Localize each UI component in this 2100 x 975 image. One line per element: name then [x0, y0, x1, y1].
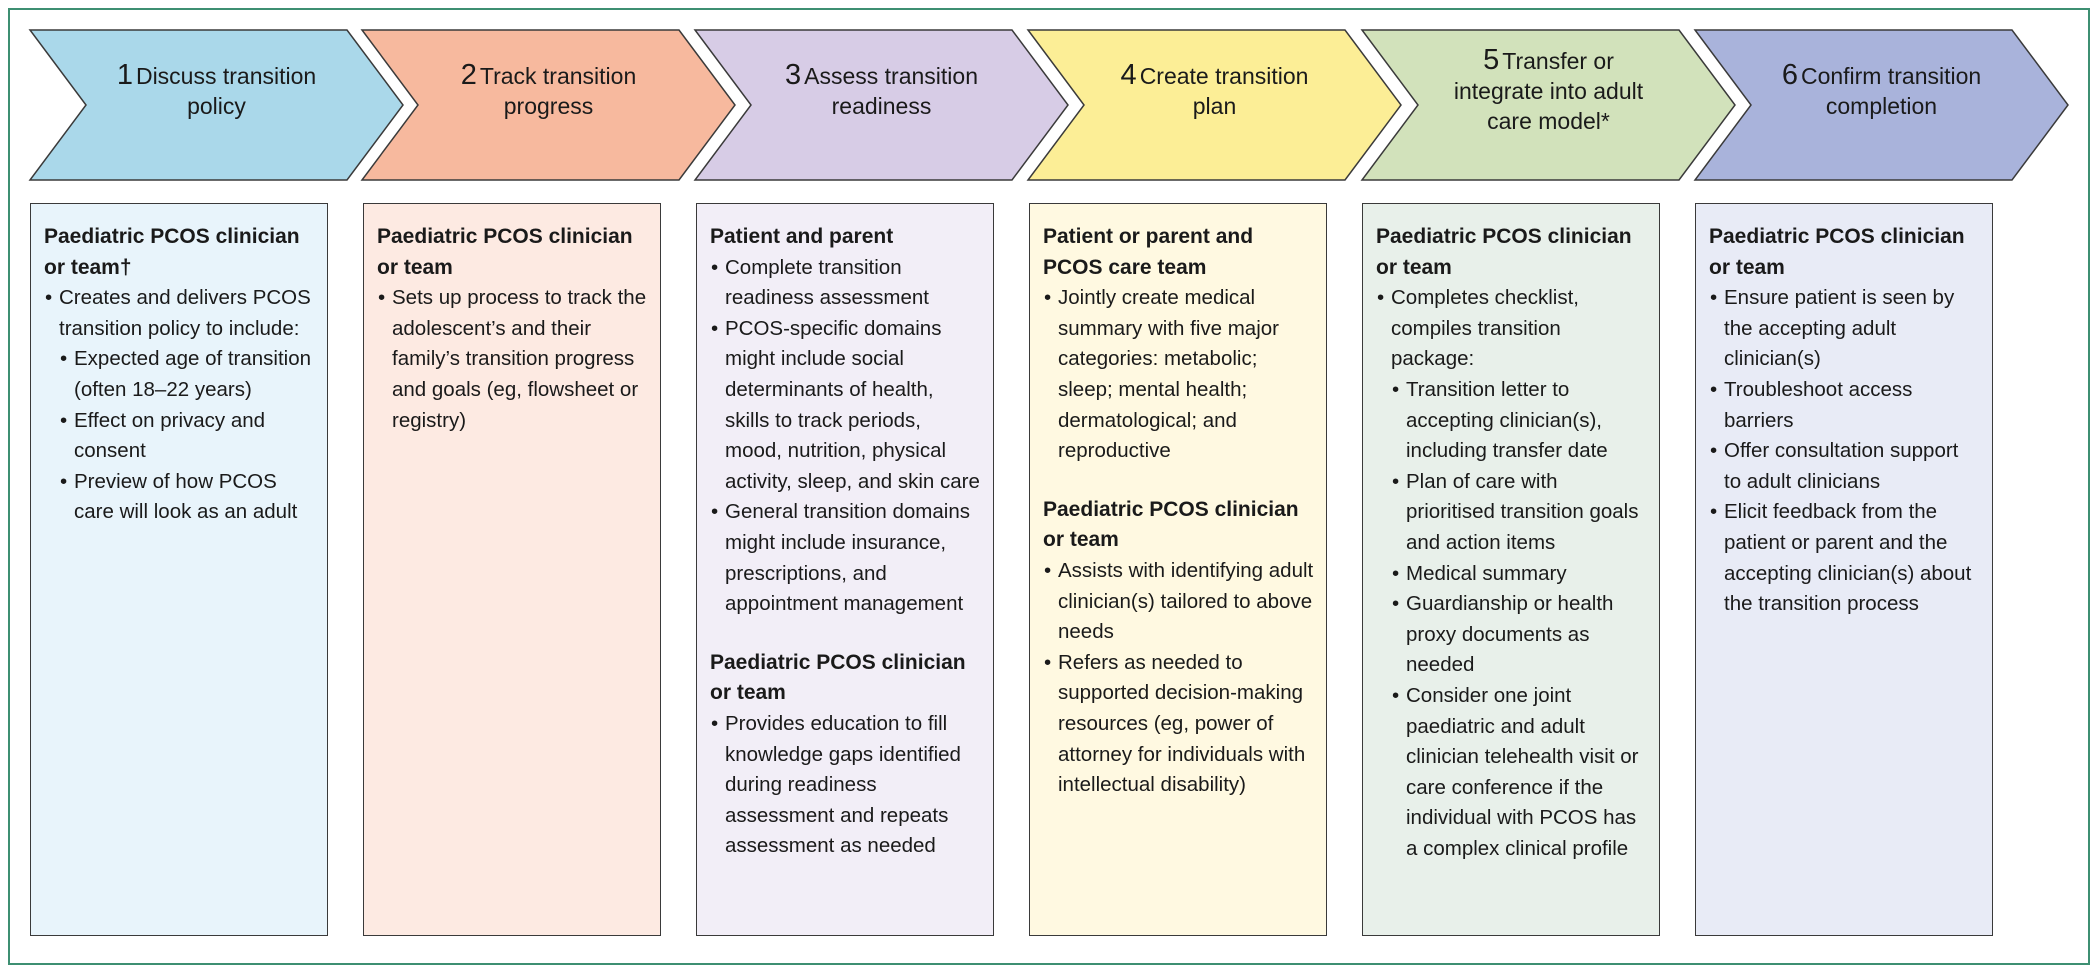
step-title-line: Create transition	[1139, 62, 1309, 89]
chevron-row	[28, 29, 2069, 181]
section-heading: Patient or parent and PCOS care team	[1043, 225, 1254, 279]
bullet-item: Refers as needed to supported decision-m…	[1043, 648, 1314, 801]
panel-section: Patient and parentComplete transition re…	[710, 222, 981, 620]
step-4-panel: Patient or parent and PCOS care teamJoin…	[1029, 203, 1327, 936]
bullet-text: Provides education to fill knowledge gap…	[725, 711, 961, 858]
bullet-text: Complete transition readiness assessment	[725, 255, 929, 310]
bullet-text: Ensure patient is seen by the accepting …	[1724, 286, 1955, 371]
step-number: 3	[785, 58, 802, 91]
bullet-item: Creates and delivers PCOS transition pol…	[44, 283, 315, 344]
section-heading: Paediatric PCOS clinician or team	[1709, 225, 1965, 279]
bullet-item: Jointly create medical summary with five…	[1043, 283, 1314, 467]
sub-bullet-item: Plan of care with prioritised transition…	[1376, 467, 1647, 559]
section-heading: Paediatric PCOS clinician or team	[710, 650, 966, 705]
chevron-step-4	[1026, 29, 1402, 181]
step-title-line: readiness	[831, 92, 932, 119]
chevron-step-3	[693, 29, 1069, 181]
bullet-item: Troubleshoot access barriers	[1709, 375, 1980, 436]
section-heading: Paediatric PCOS clinician or team†	[44, 225, 300, 279]
step-title-line: care model*	[1487, 107, 1610, 134]
bullet-text: Completes checklist, compiles transition…	[1391, 286, 1579, 371]
bullet-text: PCOS-specific domains might include soci…	[725, 316, 980, 493]
bullet-item: Complete transition readiness assessment	[710, 253, 981, 314]
panel-section: Paediatric PCOS clinician or teamAssists…	[1043, 495, 1314, 801]
step-title-line: plan	[1192, 92, 1237, 119]
bullet-item: Assists with identifying adult clinician…	[1043, 556, 1314, 648]
bullet-item: Provides education to fill knowledge gap…	[710, 709, 981, 862]
bullet-text: Offer consultation support to adult clin…	[1724, 439, 1959, 493]
step-title-line: Transfer or	[1502, 47, 1614, 74]
bullet-text: Creates and delivers PCOS transition pol…	[59, 286, 311, 340]
sub-bullet-item: Preview of how PCOS care will look as an…	[44, 467, 315, 528]
step-6-panel: Paediatric PCOS clinician or teamEnsure …	[1695, 203, 1993, 936]
bullet-item: PCOS-specific domains might include soci…	[710, 314, 981, 498]
sub-bullet-item: Expected age of transition (often 18–22 …	[44, 344, 315, 405]
section-heading: Paediatric PCOS clinician or team	[1043, 497, 1299, 552]
figure-frame	[8, 8, 2090, 965]
bullet-item: Ensure patient is seen by the accepting …	[1709, 283, 1980, 375]
step-number: 5	[1483, 43, 1500, 76]
panel-section: Paediatric PCOS clinician or teamEnsure …	[1709, 222, 1980, 620]
bullet-item: General transition domains might include…	[710, 497, 981, 619]
step-number: 1	[116, 58, 133, 91]
bullet-text: Sets up process to track the adolescent’…	[392, 286, 647, 432]
step-title-line: Track transition	[479, 62, 637, 89]
step-2-panel: Paediatric PCOS clinician or teamSets up…	[363, 203, 661, 936]
bullet-text: General transition domains might include…	[725, 500, 970, 616]
panel-section: Paediatric PCOS clinician or teamSets up…	[377, 222, 648, 436]
panel-section: Patient or parent and PCOS care teamJoin…	[1043, 222, 1314, 467]
bullet-text: Elicit feedback from the patient or pare…	[1724, 500, 1972, 616]
bullet-item: Completes checklist, compiles transition…	[1376, 283, 1647, 375]
chevron-step-2	[360, 29, 736, 181]
step-title-line: Confirm transition	[1800, 62, 1982, 89]
section-heading: Paediatric PCOS clinician or team	[1376, 225, 1632, 279]
bullet-text: Assists with identifying adult clinician…	[1058, 558, 1314, 644]
step-title-line: completion	[1825, 92, 1938, 119]
bullet-text: Refers as needed to supported decision-m…	[1058, 650, 1306, 797]
step-title-line: policy	[187, 92, 246, 119]
bullet-text: Jointly create medical summary with five…	[1058, 286, 1279, 463]
sub-bullet-item: Medical summary	[1376, 559, 1647, 590]
sub-bullet-item: Transition letter to accepting clinician…	[1376, 375, 1647, 467]
chevron-step-1	[28, 29, 404, 181]
section-heading: Paediatric PCOS clinician or team	[377, 225, 633, 279]
step-1-panel: Paediatric PCOS clinician or team† Create…	[30, 203, 328, 936]
bullet-item: Offer consultation support to adult clin…	[1709, 436, 1980, 497]
sub-bullet-item: Consider one joint paediatric and adult …	[1376, 681, 1647, 865]
step-number: 2	[460, 58, 477, 91]
sub-bullet-item: Effect on privacy and consent	[44, 406, 315, 467]
bullet-text: Troubleshoot access barriers	[1724, 377, 1913, 432]
chevron-step-5	[1360, 29, 1736, 181]
sub-bullet-item: Guardianship or health proxy documents a…	[1376, 589, 1647, 681]
step-number: 4	[1120, 58, 1137, 91]
chevron-step-6	[1693, 29, 2069, 181]
section-heading: Patient and parent	[710, 225, 894, 248]
step-title-line: Assess transition	[804, 62, 978, 89]
panel-section: Paediatric PCOS clinician or teamComplet…	[1376, 222, 1647, 864]
sub-bullet-list: Transition letter to accepting clinician…	[1376, 375, 1647, 865]
step-title-line: integrate into adult	[1453, 77, 1644, 104]
step-title-line: Discuss transition	[135, 62, 317, 89]
sub-bullet-list: Expected age of transition (often 18–22 …	[44, 344, 315, 528]
step-title-line: progress	[503, 92, 594, 119]
step-3-panel: Patient and parentComplete transition re…	[696, 203, 994, 936]
bullet-item: Elicit feedback from the patient or pare…	[1709, 497, 1980, 619]
step-5-panel: Paediatric PCOS clinician or teamComplet…	[1362, 203, 1660, 936]
panel-section: Paediatric PCOS clinician or teamProvide…	[710, 648, 981, 862]
panel-section: Paediatric PCOS clinician or team† Create…	[44, 222, 315, 528]
bullet-item: Sets up process to track the adolescent’…	[377, 283, 648, 436]
step-number: 6	[1781, 58, 1798, 91]
